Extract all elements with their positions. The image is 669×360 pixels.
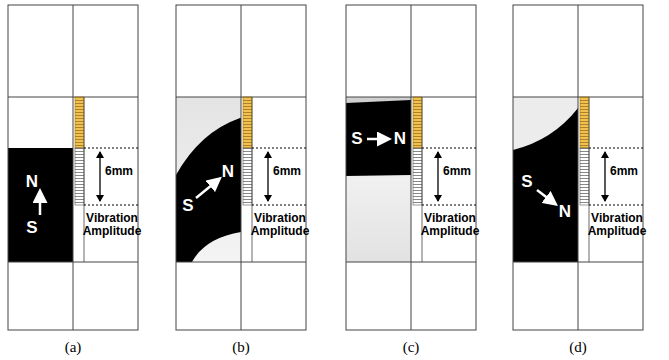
pole-label: S [26,219,37,237]
panel-caption: (b) [232,340,250,356]
panel-caption: (a) [65,340,82,356]
pole-label: S [182,197,193,215]
pole-label: N [559,203,571,221]
panel-b [176,5,306,330]
dimension-label: 6mm [610,165,638,178]
panel-d [513,5,643,330]
dimension-label: 6mm [105,165,133,178]
panel-c [346,5,476,330]
dimension-label: 6mm [273,165,301,178]
amplitude-label: Vibration Amplitude [248,212,312,237]
dimension-label: 6mm [443,165,471,178]
amplitude-label: Vibration Amplitude [418,212,482,237]
amplitude-label: Vibration Amplitude [80,212,144,237]
pole-label: N [394,130,406,148]
pole-label: N [222,163,234,181]
pole-label: S [521,173,532,191]
pole-label: N [26,173,38,191]
pole-label: S [351,130,362,148]
panel-caption: (d) [569,340,587,356]
panel-caption: (c) [403,340,420,356]
amplitude-label: Vibration Amplitude [585,212,649,237]
panel-a [8,5,138,330]
